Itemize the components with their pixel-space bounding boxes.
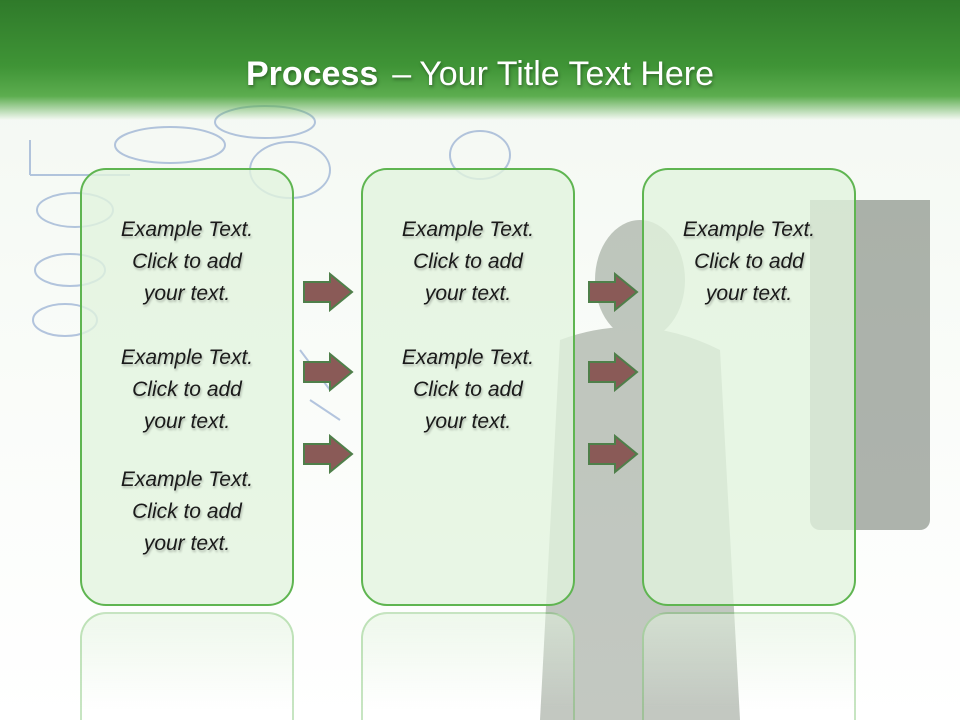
right-arrow-icon — [303, 272, 354, 312]
panel-reflection — [80, 612, 294, 720]
process-step-2-panel[interactable]: Example Text. Click to add your text. Ex… — [361, 168, 575, 606]
right-arrow-icon — [588, 434, 639, 474]
title-dash: – — [392, 55, 412, 93]
text-placeholder[interactable]: Example Text. Click to add your text. — [363, 342, 573, 438]
text-line: Example Text. — [120, 218, 254, 241]
panel-reflection — [642, 612, 856, 720]
title-bar — [0, 0, 960, 120]
text-placeholder[interactable]: Example Text. Click to add your text. — [82, 342, 292, 438]
text-placeholder[interactable]: Example Text. Click to add your text. — [82, 464, 292, 560]
text-line: Example Text. — [401, 218, 535, 241]
right-arrow-icon — [588, 352, 639, 392]
slide-title[interactable]: Process–Your Title Text Here — [0, 52, 960, 96]
text-line: your text. — [424, 410, 512, 433]
text-line: your text. — [143, 282, 231, 305]
panel-reflection — [361, 612, 575, 720]
process-step-1-panel[interactable]: Example Text. Click to add your text. Ex… — [80, 168, 294, 606]
text-line: Click to add — [132, 378, 242, 401]
right-arrow-icon — [303, 434, 354, 474]
title-rest: Your Title Text Here — [419, 55, 715, 93]
process-step-3-panel[interactable]: Example Text. Click to add your text. — [642, 168, 856, 606]
text-placeholder[interactable]: Example Text. Click to add your text. — [644, 214, 854, 310]
text-placeholder[interactable]: Example Text. Click to add your text. — [363, 214, 573, 310]
right-arrow-icon — [588, 272, 639, 312]
title-bold: Process — [245, 55, 379, 93]
text-line: Click to add — [132, 250, 242, 273]
text-line: Example Text. — [401, 346, 535, 369]
text-line: Click to add — [413, 378, 523, 401]
text-line: your text. — [705, 282, 793, 305]
text-line: Example Text. — [120, 468, 254, 491]
text-line: Click to add — [132, 500, 242, 523]
text-line: your text. — [143, 410, 231, 433]
text-line: Click to add — [694, 250, 804, 273]
text-line: Click to add — [413, 250, 523, 273]
text-line: your text. — [143, 532, 231, 555]
right-arrow-icon — [303, 352, 354, 392]
text-line: your text. — [424, 282, 512, 305]
text-line: Example Text. — [682, 218, 816, 241]
text-placeholder[interactable]: Example Text. Click to add your text. — [82, 214, 292, 310]
text-line: Example Text. — [120, 346, 254, 369]
